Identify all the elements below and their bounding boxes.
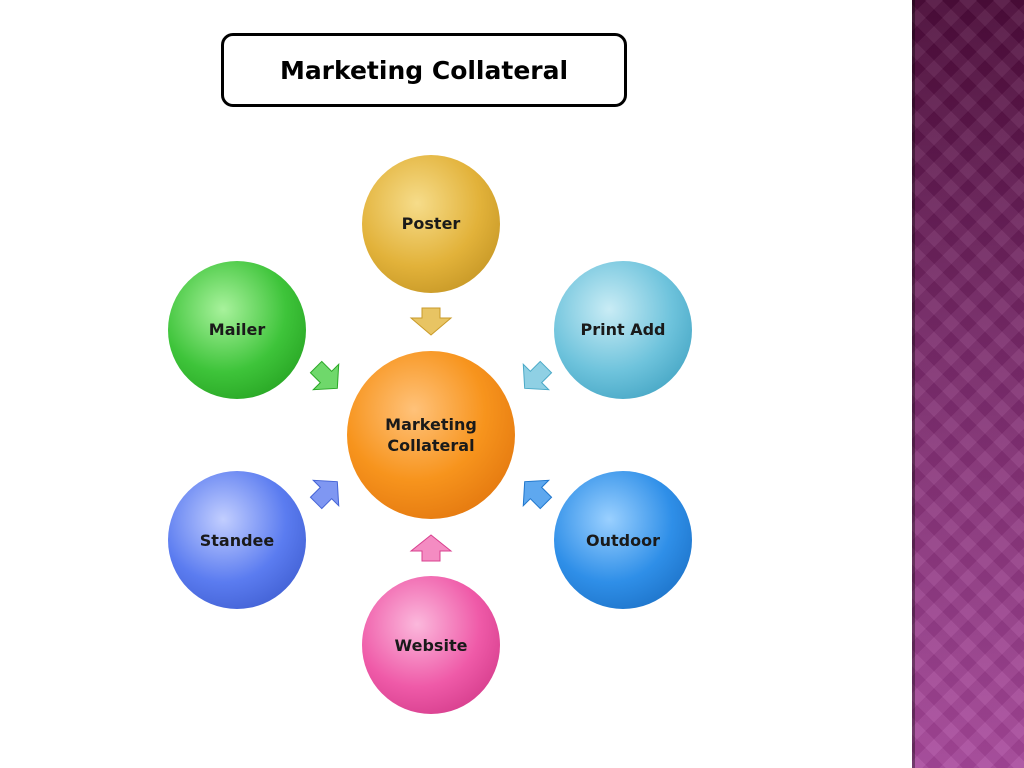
arrow-icon-outdoor bbox=[522, 479, 553, 510]
node-label-print-add: Print Add bbox=[581, 320, 666, 339]
node-outdoor: Outdoor bbox=[554, 471, 692, 609]
slide-title: Marketing Collateral bbox=[279, 55, 569, 85]
node-label-website: Website bbox=[395, 636, 468, 655]
node-label-outdoor: Outdoor bbox=[586, 531, 660, 550]
node-label-poster: Poster bbox=[402, 214, 461, 233]
side-band-edge bbox=[912, 0, 915, 768]
arrow-icon-website bbox=[409, 534, 453, 562]
arrows-group bbox=[309, 307, 553, 562]
arrow-icon-standee bbox=[309, 479, 340, 510]
node-poster: Poster bbox=[362, 155, 500, 293]
title-box: Marketing Collateral bbox=[221, 33, 627, 107]
arrow-icon-mailer bbox=[309, 360, 340, 391]
node-standee: Standee bbox=[168, 471, 306, 609]
node-label-mailer: Mailer bbox=[209, 320, 266, 339]
arrow-icon-poster bbox=[409, 307, 453, 336]
node-mailer: Mailer bbox=[168, 261, 306, 399]
node-website: Website bbox=[362, 576, 500, 714]
node-print-add: Print Add bbox=[554, 261, 692, 399]
arrow-icon-print-add bbox=[522, 360, 553, 391]
center-label-line1: Marketing bbox=[385, 415, 477, 434]
center-label-line2: Collateral bbox=[387, 436, 474, 455]
node-label-standee: Standee bbox=[200, 531, 275, 550]
center-node: Marketing Collateral bbox=[347, 351, 515, 519]
decorative-side-band bbox=[912, 0, 1024, 768]
